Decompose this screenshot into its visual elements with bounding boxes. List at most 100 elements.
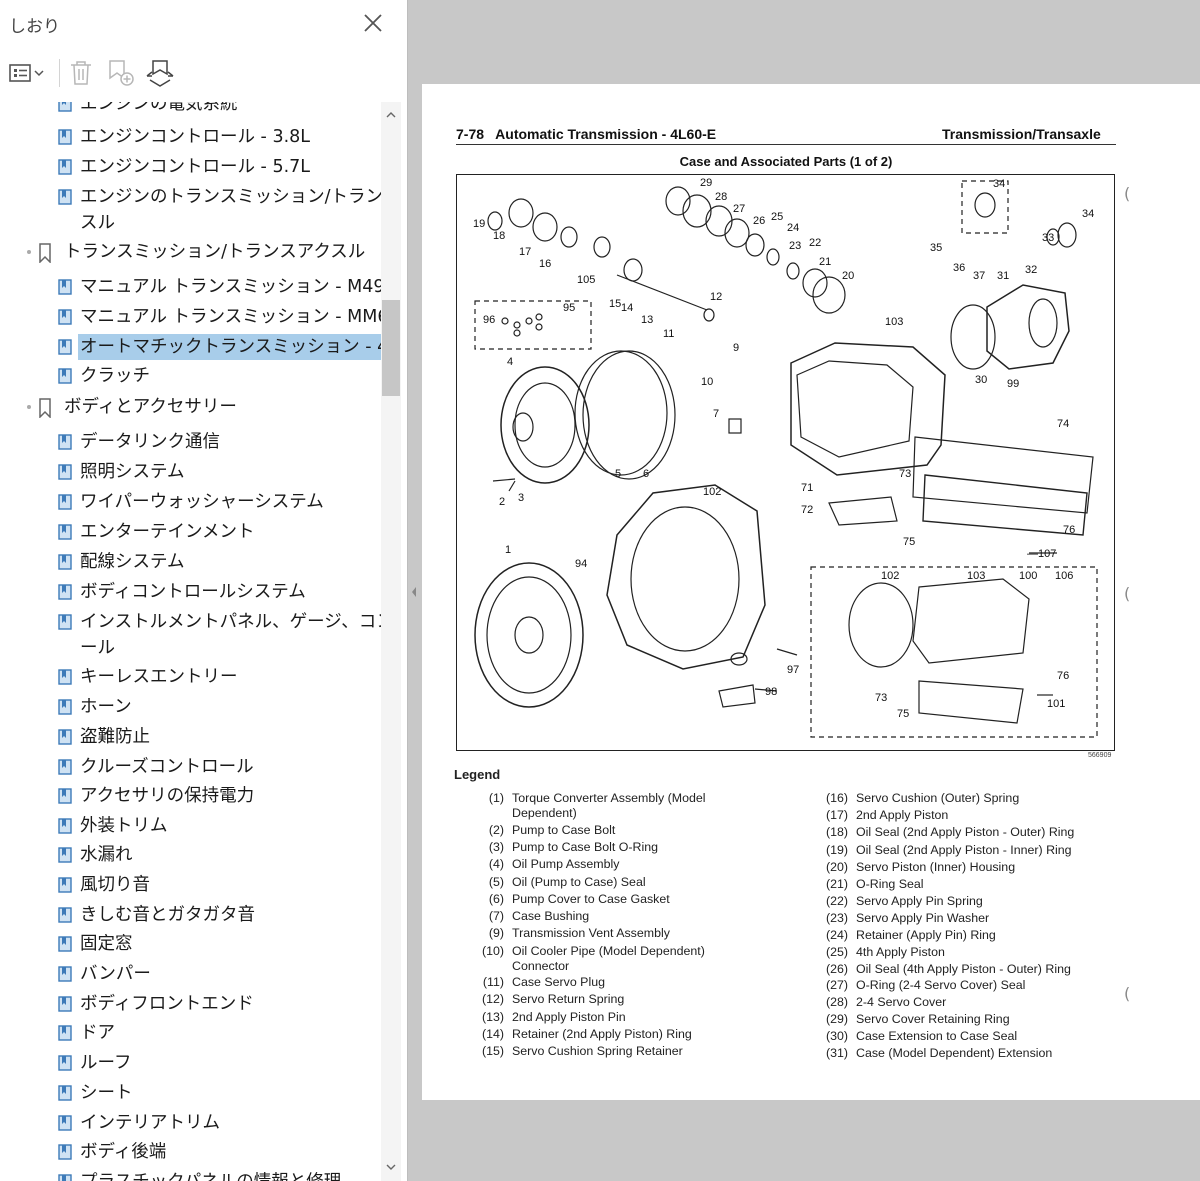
callout: 25 (771, 211, 783, 223)
callout: 23 (789, 240, 801, 252)
bookmark-label: マニュアル トランスミッション - MM6 (80, 307, 381, 327)
callout: 20 (842, 270, 854, 282)
callout: 105 (577, 274, 595, 286)
callout: 100 (1019, 570, 1037, 582)
callout: 73 (899, 468, 911, 480)
callout: 96 (483, 314, 495, 326)
bookmark-label: ボディ後端 (80, 1142, 167, 1162)
bookmark-label: オートマチックトランスミッション - 4L60-E (78, 334, 381, 360)
bookmark-label: ボディフロントエンド (80, 994, 254, 1014)
bookmark-page-icon (58, 494, 72, 510)
bookmark-label: ボディとアクセサリー (64, 397, 237, 417)
callout: 95 (563, 302, 575, 314)
scroll-up-icon[interactable] (385, 110, 397, 120)
document-page: 7-78 Automatic Transmission - 4L60-E Tra… (422, 84, 1200, 1100)
bookmark-label: ホーン (80, 697, 132, 717)
callout: 19 (473, 218, 485, 230)
callout: 26 (753, 215, 765, 227)
bookmark-label: 盗難防止 (80, 727, 150, 747)
callout: 75 (897, 708, 909, 720)
scroll-down-icon[interactable] (385, 1162, 397, 1172)
callout: 103 (885, 316, 903, 328)
delete-bookmark-button[interactable] (68, 56, 96, 90)
bookmark-item[interactable]: エンジンのトランスミッション/トランスアク スル (0, 184, 381, 236)
header-rule (456, 144, 1116, 145)
page-header-chapter: Transmission/Transaxle (942, 126, 1101, 142)
callout: 1 (505, 544, 511, 556)
bookmark-page-icon (58, 847, 72, 863)
bookmark-page-icon (58, 129, 72, 145)
callout: 27 (733, 203, 745, 215)
scrollbar-thumb[interactable] (382, 300, 400, 396)
callout: 9 (733, 342, 739, 354)
bookmark-label: プラスチックパネルの情報と修理 (80, 1169, 341, 1181)
callout: 15 (609, 298, 621, 310)
bookmark-label-cont: スル (80, 213, 115, 233)
bookmark-page-icon (58, 759, 72, 775)
callout: 35 (930, 242, 942, 254)
callout: 4 (507, 356, 513, 368)
bookmark-label: 照明システム (80, 462, 185, 482)
binding-mark: ( (1124, 184, 1131, 203)
callout: 106 (1055, 570, 1073, 582)
bookmark-label: 配線システム (80, 552, 185, 572)
bookmark-label: インストルメントパネル、ゲージ、コンソ (80, 612, 381, 632)
bookmark-page-icon (58, 699, 72, 715)
options-menu-button[interactable] (8, 56, 48, 90)
bookmark-page-icon (58, 966, 72, 982)
close-panel-button[interactable] (360, 10, 386, 36)
binding-mark: ( (1124, 984, 1131, 1003)
callout: 7 (713, 408, 719, 420)
callout: 13 (641, 314, 653, 326)
find-bookmark-icon (146, 60, 174, 87)
collapse-panel-icon[interactable] (408, 580, 420, 604)
callout: 36 (953, 262, 965, 274)
callout: 102 (881, 570, 899, 582)
bookmark-label: きしむ音とガタガタ音 (80, 905, 255, 925)
collapse-dot-icon[interactable] (26, 249, 32, 255)
bookmark-label: マニュアル トランスミッション - M49 (80, 277, 381, 297)
detail-box-assembly (810, 566, 1098, 738)
bookmark-page-icon (58, 464, 72, 480)
bookmark-page-icon (58, 996, 72, 1012)
bookmark-page-icon (58, 159, 72, 175)
bookmark-page-icon (58, 1115, 72, 1131)
bookmark-page-icon (58, 1055, 72, 1071)
bookmark-label: エンターテインメント (80, 522, 255, 542)
bookmark-page-icon (58, 102, 72, 112)
callout: 99 (1007, 378, 1019, 390)
bookmarks-toolbar (0, 50, 408, 100)
add-bookmark-icon (109, 60, 134, 86)
bookmark-label: エンジンの電気系統 (80, 102, 238, 114)
new-bookmark-button[interactable] (106, 56, 136, 90)
panel-title: しおり (9, 17, 60, 37)
callout: 22 (809, 237, 821, 249)
callout: 5 (615, 468, 621, 480)
callout: 72 (801, 504, 813, 516)
bookmark-label-cont: ール (80, 638, 115, 658)
list-options-icon (9, 64, 44, 82)
detail-box-95-96 (474, 300, 592, 350)
callout: 32 (1025, 264, 1037, 276)
bookmark-page-icon (58, 189, 72, 205)
bookmark-label: 固定窓 (80, 934, 133, 954)
bookmark-item[interactable]: インストルメントパネル、ゲージ、コンソ ール (0, 609, 381, 661)
detail-box-34 (961, 180, 1009, 234)
bookmark-page-icon (58, 1085, 72, 1101)
bookmark-page-icon (58, 877, 72, 893)
callout: 12 (710, 291, 722, 303)
callout: 94 (575, 558, 587, 570)
tree-scrollbar[interactable] (381, 102, 401, 1181)
bookmark-label: クラッチ (80, 366, 150, 386)
find-current-bookmark-button[interactable] (144, 56, 176, 90)
bookmark-label: アクセサリの保持電力 (80, 786, 255, 806)
bookmark-label: エンジンのトランスミッション/トランスアク (80, 187, 381, 207)
bookmark-page-icon (58, 1174, 72, 1181)
bookmark-label: データリンク通信 (80, 432, 220, 452)
callout: 97 (787, 664, 799, 676)
collapse-dot-icon[interactable] (26, 404, 32, 410)
bookmark-label: クルーズコントロール (80, 757, 254, 777)
